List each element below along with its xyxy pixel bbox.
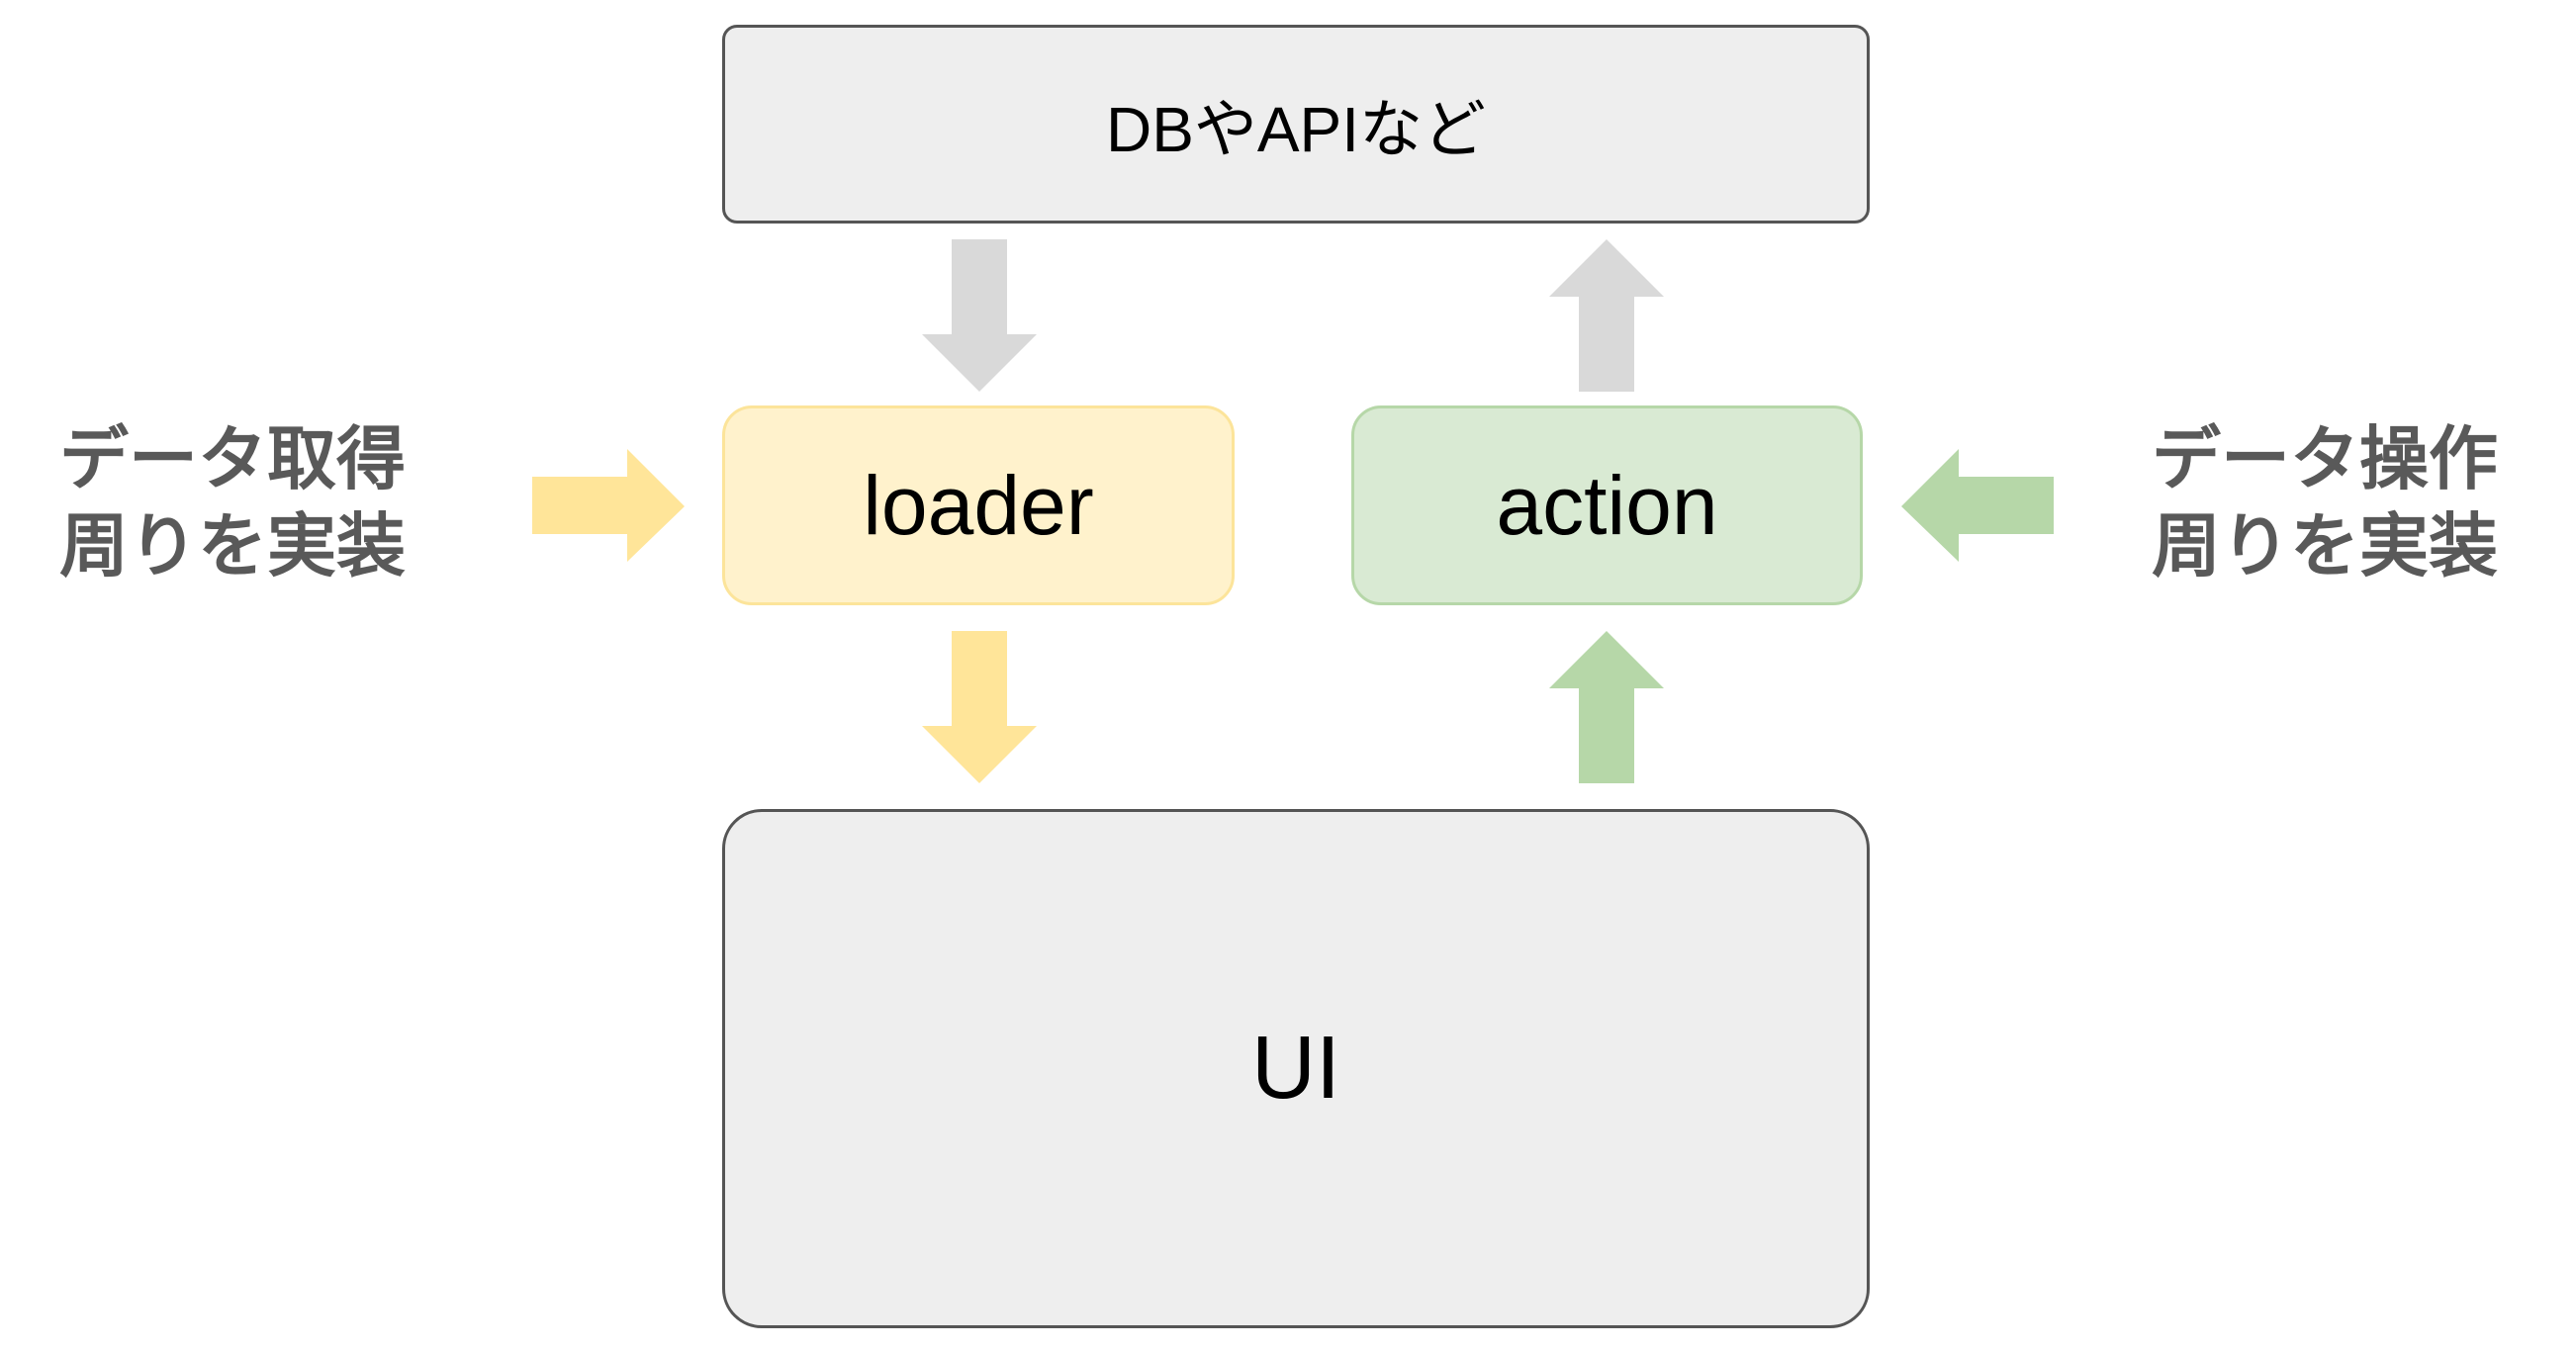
db-api-box: DBやAPIなど — [722, 25, 1870, 224]
arrow-db-to-loader — [922, 239, 1037, 392]
arrow-action-to-db — [1549, 239, 1664, 392]
data-fetch-note-line2: 周りを実装 — [59, 507, 406, 585]
arrow-loader-to-ui — [922, 631, 1037, 783]
ui-label: UI — [1251, 1019, 1340, 1118]
db-api-label: DBやAPIなど — [1105, 93, 1487, 165]
data-fetch-note-line1: データ取得 — [59, 420, 406, 497]
loader-label: loader — [863, 458, 1094, 552]
loader-box: loader — [722, 405, 1235, 605]
action-box: action — [1351, 405, 1863, 605]
arrow-right-note-to-action — [1901, 449, 2054, 562]
data-mutation-note: データ操作 周りを実装 — [2152, 415, 2498, 589]
action-label: action — [1496, 458, 1718, 552]
data-mutation-note-line1: データ操作 — [2152, 420, 2498, 497]
ui-box: UI — [722, 809, 1870, 1328]
arrow-ui-to-action — [1549, 631, 1664, 783]
arrow-left-note-to-loader — [532, 449, 685, 562]
data-mutation-note-line2: 周りを実装 — [2152, 507, 2498, 585]
data-fetch-note: データ取得 周りを実装 — [59, 415, 406, 589]
